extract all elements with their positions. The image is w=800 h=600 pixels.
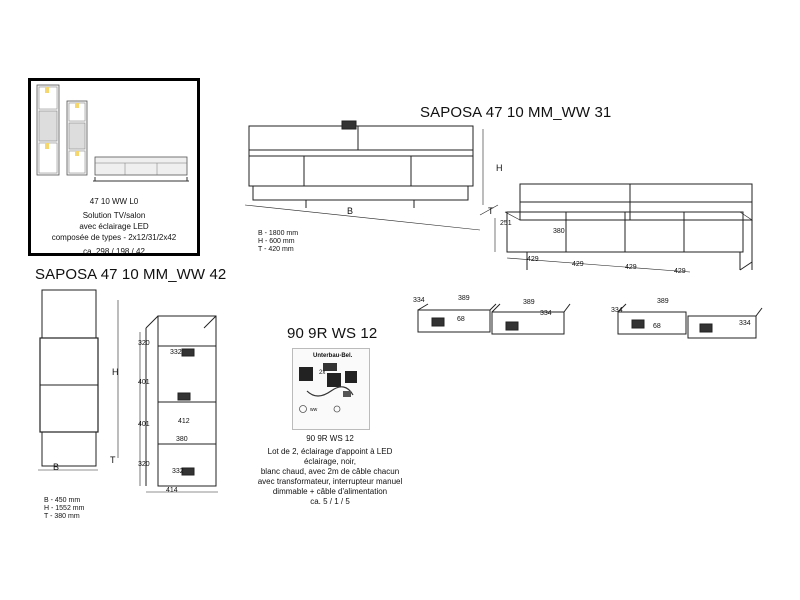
transformer-icon xyxy=(323,363,337,371)
interior-depth: 380 xyxy=(553,228,565,235)
shelf-width: 412 xyxy=(178,418,190,425)
ws12-desc-line: blanc chaud, avec 2m de câble chacun xyxy=(260,467,400,476)
overview-code: 47 10 WW L0 xyxy=(89,197,139,206)
led-set-illustration xyxy=(299,363,357,413)
ww31-title: SAPOSA 47 10 MM_WW 31 xyxy=(420,104,612,121)
led-panel-icon xyxy=(299,367,313,381)
photo-tag: ww xyxy=(310,407,318,413)
bulb-icon xyxy=(299,405,307,413)
led-module-icon xyxy=(431,317,445,327)
interior-height: 251 xyxy=(500,220,512,227)
dim-label-t: T xyxy=(110,455,116,465)
dim-label-h: H xyxy=(112,367,119,377)
ww42-spec: H - 1552 mm xyxy=(44,505,85,512)
shelf-depth: 332 xyxy=(172,468,184,475)
cable-icon xyxy=(306,386,354,397)
dim-label-t: T xyxy=(488,206,494,216)
led-light-icon xyxy=(75,103,79,108)
ww42-title: SAPOSA 47 10 MM_WW 42 xyxy=(35,266,227,283)
drawer-depth: 334 xyxy=(739,320,751,327)
dim-label-h: H xyxy=(496,163,503,173)
overview-desc-line: avec éclairage LED xyxy=(79,222,149,231)
ws12-desc-line: éclairage, noir, xyxy=(303,457,357,466)
overview-desc-line: Solution TV/salon xyxy=(82,211,146,220)
led-module-icon xyxy=(177,392,191,401)
compartment-width: 429 xyxy=(625,264,637,271)
led-light-icon xyxy=(45,87,49,93)
drawer-width: 389 xyxy=(523,299,535,306)
shelf-height: 320 xyxy=(138,340,150,347)
ww42-spec: T - 380 mm xyxy=(44,513,80,520)
drawer-depth: 334 xyxy=(413,297,425,304)
led-panel-icon xyxy=(345,371,357,383)
dim-label-b: B xyxy=(53,462,60,472)
outer-width: 414 xyxy=(166,487,178,494)
ww31-spec: B - 1800 mm xyxy=(258,230,299,237)
drawer-height: 68 xyxy=(653,323,661,330)
ws12-code: 90 9R WS 12 xyxy=(306,434,354,443)
led-module-icon xyxy=(181,348,195,357)
compartment-width: 429 xyxy=(527,256,539,263)
shelf-height: 401 xyxy=(138,379,150,386)
led-module-icon xyxy=(181,467,195,476)
shelf-height: 401 xyxy=(138,421,150,428)
shelf-depth: 332 xyxy=(170,349,182,356)
led-module-icon xyxy=(631,319,645,329)
led-module-icon xyxy=(341,120,357,130)
drawer-depth: 334 xyxy=(611,307,623,314)
plug-icon xyxy=(343,391,351,397)
photo-qty: 2x xyxy=(319,370,326,376)
ws12-desc-line: dimmable + câble d'alimentation xyxy=(272,487,388,496)
led-panel-icon xyxy=(327,373,341,387)
led-module-icon xyxy=(699,323,713,333)
led-light-icon xyxy=(75,151,79,156)
overview-panel: 47 10 WW L0 Solution TV/salon avec éclai… xyxy=(28,78,200,256)
led-module-icon xyxy=(505,321,519,331)
ws12-desc-line: avec transformateur, interrupteur manuel xyxy=(257,477,403,486)
product-photo: Unterbau-Bel. 2x ww xyxy=(292,348,370,430)
overview-illustration xyxy=(36,84,189,182)
photo-label: Unterbau-Bel. xyxy=(313,353,353,359)
shelf-depth: 380 xyxy=(176,436,188,443)
overview-desc-line: composée de types - 2x12/31/2x42 xyxy=(51,233,177,242)
ww31-spec: T - 420 mm xyxy=(258,246,294,253)
shelf-height: 320 xyxy=(138,461,150,468)
drawer-depth: 334 xyxy=(540,310,552,317)
energy-icon xyxy=(333,405,341,413)
drawer-width: 389 xyxy=(657,298,669,305)
ws12-title: 90 9R WS 12 xyxy=(287,325,378,342)
drawer-height: 68 xyxy=(457,316,465,323)
ws12-dims: ca. 5 / 1 / 5 xyxy=(310,497,350,506)
ww42-spec: B - 450 mm xyxy=(44,497,81,504)
compartment-width: 429 xyxy=(674,268,686,275)
ws12-desc-line: Lot de 2, éclairage d'appoint à LED xyxy=(267,447,393,456)
overview-dims: ca. 298 / 198 / 42 xyxy=(83,247,145,256)
shelf-cabinet-front xyxy=(41,289,97,339)
drawer-width: 389 xyxy=(458,295,470,302)
led-light-icon xyxy=(45,143,49,149)
compartment-width: 429 xyxy=(572,261,584,268)
ww31-spec: H - 600 mm xyxy=(258,238,295,245)
dim-label-b: B xyxy=(347,206,354,216)
